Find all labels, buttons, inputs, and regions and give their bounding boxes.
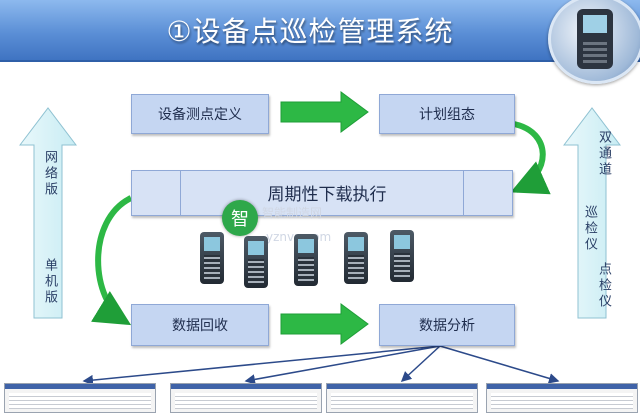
- report-thumbnail-4: [486, 383, 638, 413]
- report-thumbnail-2: [170, 383, 322, 413]
- handheld-device-image: [548, 0, 640, 84]
- right-side-arrow: [562, 107, 622, 319]
- box-data-analysis: 数据分析: [379, 304, 515, 346]
- box-periodic-download-execution: 周期性下载执行: [131, 170, 513, 216]
- analysis-line-3: [400, 345, 441, 383]
- analysis-line-2: [244, 345, 441, 385]
- title-banner: ①设备点巡检管理系统: [0, 0, 640, 62]
- box-data-collection-label: 数据回收: [172, 318, 228, 334]
- watermark-logo: 智: [222, 200, 258, 236]
- handheld-device-3-icon: [294, 234, 318, 286]
- box-periodic-download-execution-label: 周期性下载执行: [267, 185, 387, 205]
- label-standalone-version: 单机版: [42, 258, 57, 306]
- label-spot-checker: 点检仪: [596, 262, 611, 310]
- box-data-collection: 数据回收: [131, 304, 269, 346]
- report-thumbnail-1: [4, 383, 156, 413]
- watermark-glyph: 智: [231, 209, 249, 230]
- label-dual-channel: 双通道: [596, 130, 611, 178]
- box-device-point-definition: 设备测点定义: [131, 94, 269, 134]
- box-plan-configuration-label: 计划组态: [419, 107, 475, 123]
- handheld-device-icon: [577, 9, 613, 69]
- curve-left: [91, 195, 133, 326]
- box-plan-configuration: 计划组态: [379, 94, 515, 134]
- left-side-arrow: [18, 107, 78, 319]
- green-arrow-top: [280, 91, 369, 133]
- label-inspector: 巡检仪: [582, 205, 597, 253]
- label-network-version: 网络版: [42, 150, 57, 198]
- handheld-device-5-icon: [390, 230, 414, 282]
- page-title: ①设备点巡检管理系统: [166, 15, 454, 48]
- curve-right: [510, 121, 551, 195]
- handheld-device-4-icon: [344, 232, 368, 284]
- handheld-device-1-icon: [200, 232, 224, 284]
- box-device-point-definition-label: 设备测点定义: [158, 107, 242, 123]
- handheld-device-2-icon: [244, 236, 268, 288]
- watermark-text: 智能制造网: [262, 206, 323, 220]
- report-thumbnail-3: [326, 383, 478, 413]
- analysis-line-4: [439, 345, 560, 384]
- box-data-analysis-label: 数据分析: [419, 318, 475, 334]
- analysis-line-1: [82, 345, 441, 386]
- green-arrow-bottom: [280, 303, 369, 345]
